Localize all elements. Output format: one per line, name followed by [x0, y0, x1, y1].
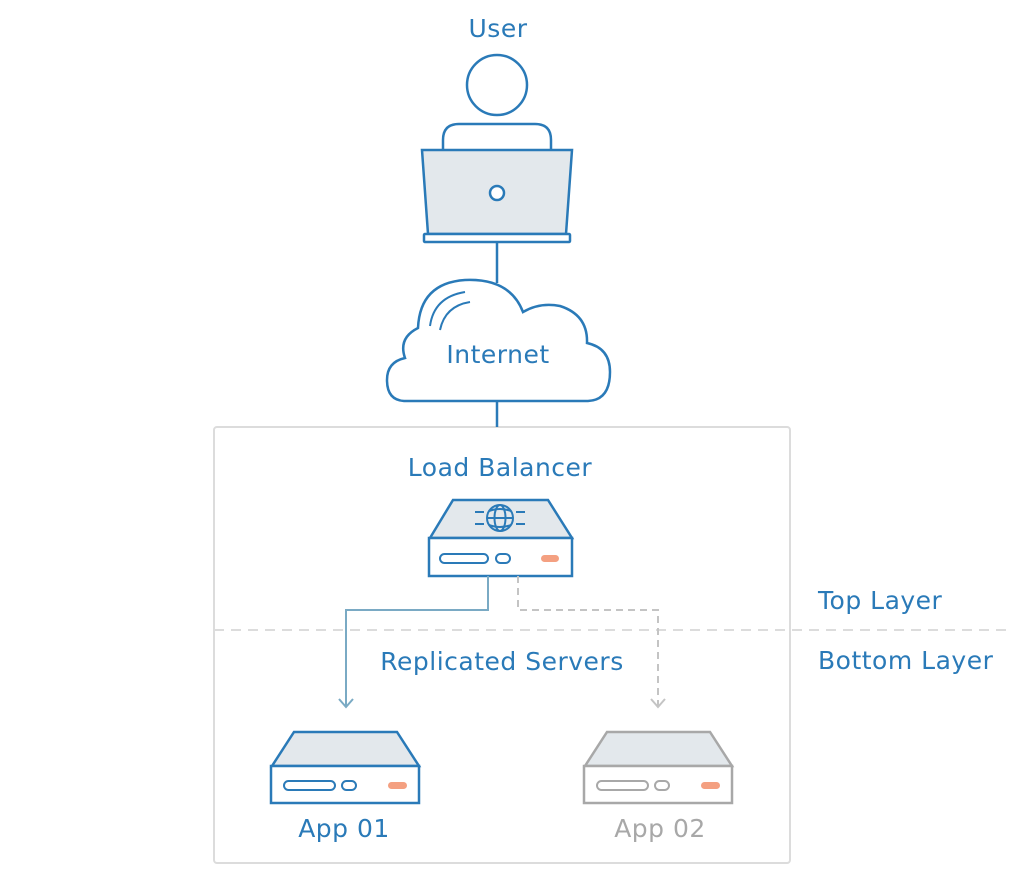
top-layer-label: Top Layer — [818, 586, 943, 615]
bottom-layer-label: Bottom Layer — [818, 646, 994, 675]
app02-label: App 02 — [614, 814, 706, 843]
cloud-icon — [385, 278, 612, 403]
internet-label: Internet — [446, 340, 550, 369]
load-balancer-label: Load Balancer — [407, 453, 593, 482]
user-label: User — [468, 14, 528, 43]
app02-server-icon — [582, 730, 735, 805]
load-balancer-server-icon — [427, 498, 575, 578]
user-icon — [441, 53, 553, 150]
app01-label: App 01 — [298, 814, 390, 843]
route-to-app01 — [338, 576, 489, 709]
route-to-app02 — [517, 576, 666, 709]
laptop-icon — [420, 148, 574, 244]
app01-server-icon — [269, 730, 422, 805]
replicated-servers-label: Replicated Servers — [380, 647, 624, 676]
globe-icon — [475, 504, 525, 532]
server-group-frame — [213, 426, 791, 864]
